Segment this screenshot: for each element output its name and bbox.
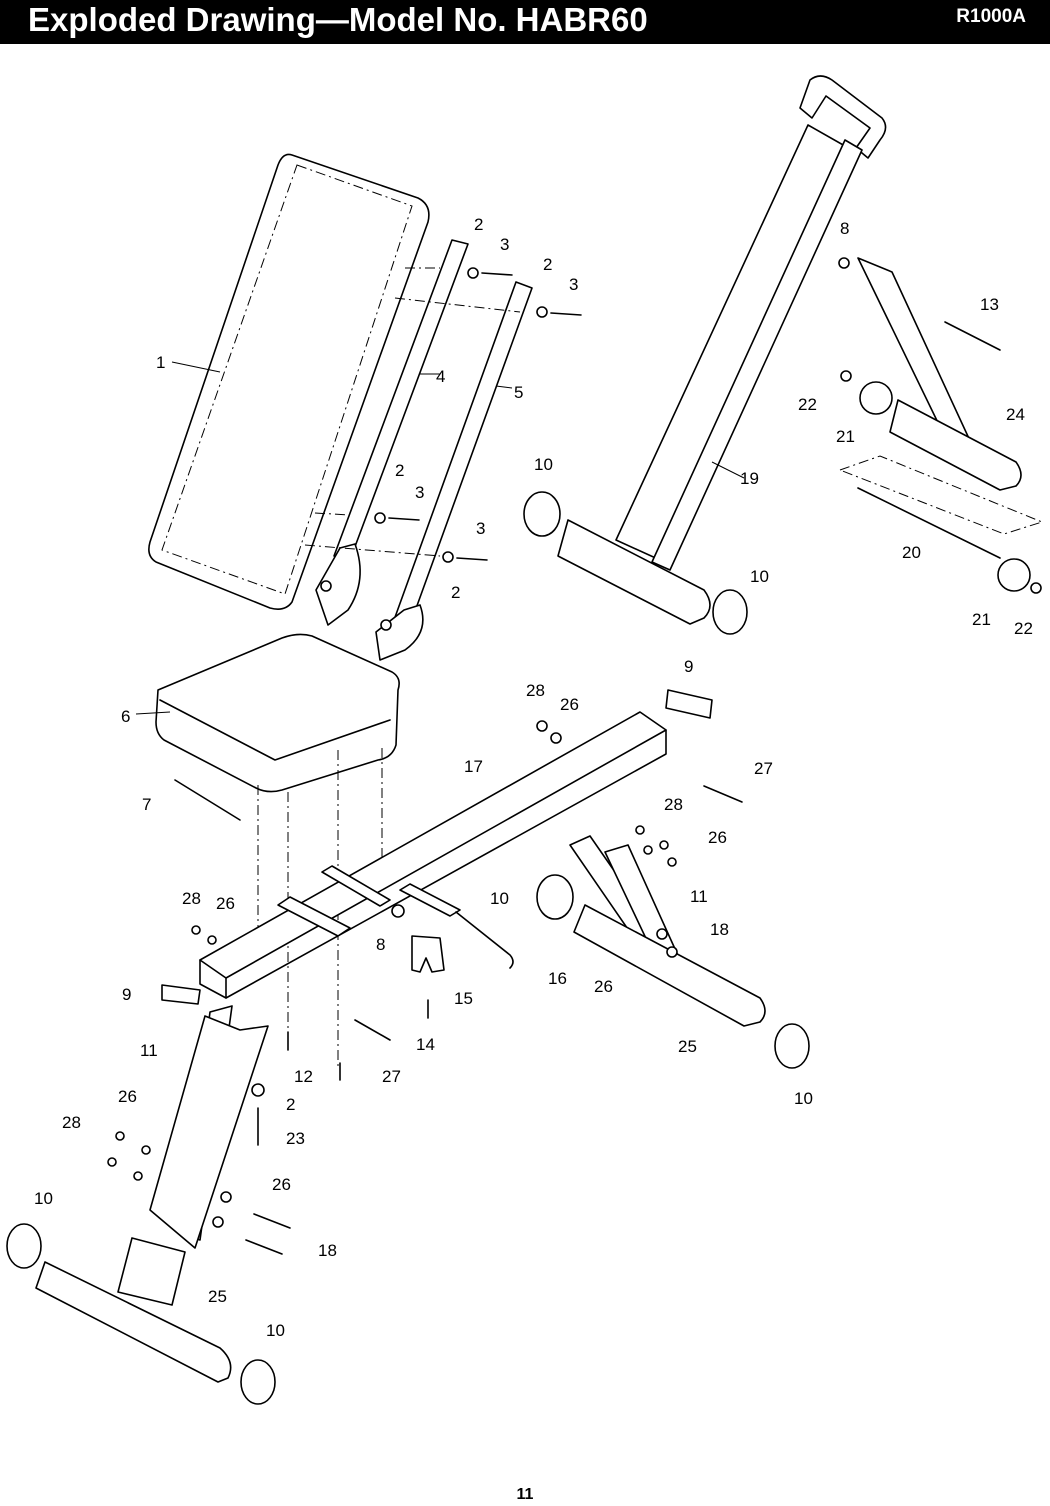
callout: 9 [684, 657, 693, 676]
callout: 10 [34, 1189, 53, 1208]
callout: 28 [664, 795, 683, 814]
callout: 10 [490, 889, 509, 908]
callout: 6 [121, 707, 130, 726]
rear-leg-assembly [455, 835, 810, 1069]
callout: 12 [294, 1067, 313, 1086]
callout: 21 [836, 427, 855, 446]
upright-assembly [523, 75, 1044, 635]
callout: 25 [208, 1287, 227, 1306]
page-header: Exploded Drawing—Model No. HABR60 R1000A [0, 0, 1050, 44]
callout: 10 [794, 1089, 813, 1108]
callout: 10 [534, 455, 553, 474]
callout: 27 [754, 759, 773, 778]
page-number: 11 [516, 1486, 534, 1503]
callout: 2 [286, 1095, 295, 1114]
callout: 26 [216, 894, 235, 913]
callout: 11 [140, 1041, 158, 1060]
callout: 28 [182, 889, 201, 908]
document-code: R1000A [956, 6, 1026, 27]
callout: 26 [594, 977, 613, 996]
callout-labels: 1 2 3 2 3 4 5 2 3 3 2 8 13 22 21 24 10 1… [34, 215, 1033, 1340]
callout: 26 [272, 1175, 291, 1194]
callout: 5 [514, 383, 523, 402]
callout: 2 [474, 215, 483, 234]
callout: 22 [798, 395, 817, 414]
callout: 3 [569, 275, 578, 294]
backrest-hardware [374, 267, 582, 563]
callout: 3 [415, 483, 424, 502]
callout: 19 [740, 469, 759, 488]
callout: 8 [840, 219, 849, 238]
callout: 20 [902, 543, 921, 562]
backrest-pad [148, 153, 430, 610]
callout: 1 [156, 353, 165, 372]
callout: 23 [286, 1129, 305, 1148]
page-title: Exploded Drawing—Model No. HABR60 [28, 1, 648, 38]
callout: 4 [436, 367, 445, 386]
backrest-rails [304, 239, 533, 661]
callout: 27 [382, 1067, 401, 1086]
callout: 26 [560, 695, 579, 714]
callout: 26 [118, 1087, 137, 1106]
main-frame [199, 711, 667, 999]
callout: 8 [376, 935, 385, 954]
callout: 10 [750, 567, 769, 586]
callout: 9 [122, 985, 131, 1004]
callout: 16 [548, 969, 567, 988]
callout: 2 [543, 255, 552, 274]
callout: 17 [464, 757, 483, 776]
callout: 25 [678, 1037, 697, 1056]
callout: 2 [395, 461, 404, 480]
callout: 21 [972, 610, 991, 629]
callout: 7 [142, 795, 151, 814]
callout: 26 [708, 828, 727, 847]
callout: 3 [500, 235, 509, 254]
callout: 22 [1014, 619, 1033, 638]
end-cap-right [665, 689, 713, 719]
callout: 11 [690, 887, 708, 906]
callout: 28 [526, 681, 545, 700]
callout: 2 [451, 583, 460, 602]
callout: 28 [62, 1113, 81, 1132]
callout: 18 [318, 1241, 337, 1260]
exploded-drawing: 1 2 3 2 3 4 5 2 3 3 2 8 13 22 21 24 10 1… [6, 75, 1044, 1405]
callout: 13 [980, 295, 999, 314]
callout: 18 [710, 920, 729, 939]
callout: 15 [454, 989, 473, 1008]
front-leg-assembly [6, 1005, 276, 1405]
callout: 14 [416, 1035, 435, 1054]
end-cap-left [161, 984, 201, 1005]
seat-pad [155, 633, 400, 793]
callout: 10 [266, 1321, 285, 1340]
callout: 24 [1006, 405, 1025, 424]
callout: 3 [476, 519, 485, 538]
